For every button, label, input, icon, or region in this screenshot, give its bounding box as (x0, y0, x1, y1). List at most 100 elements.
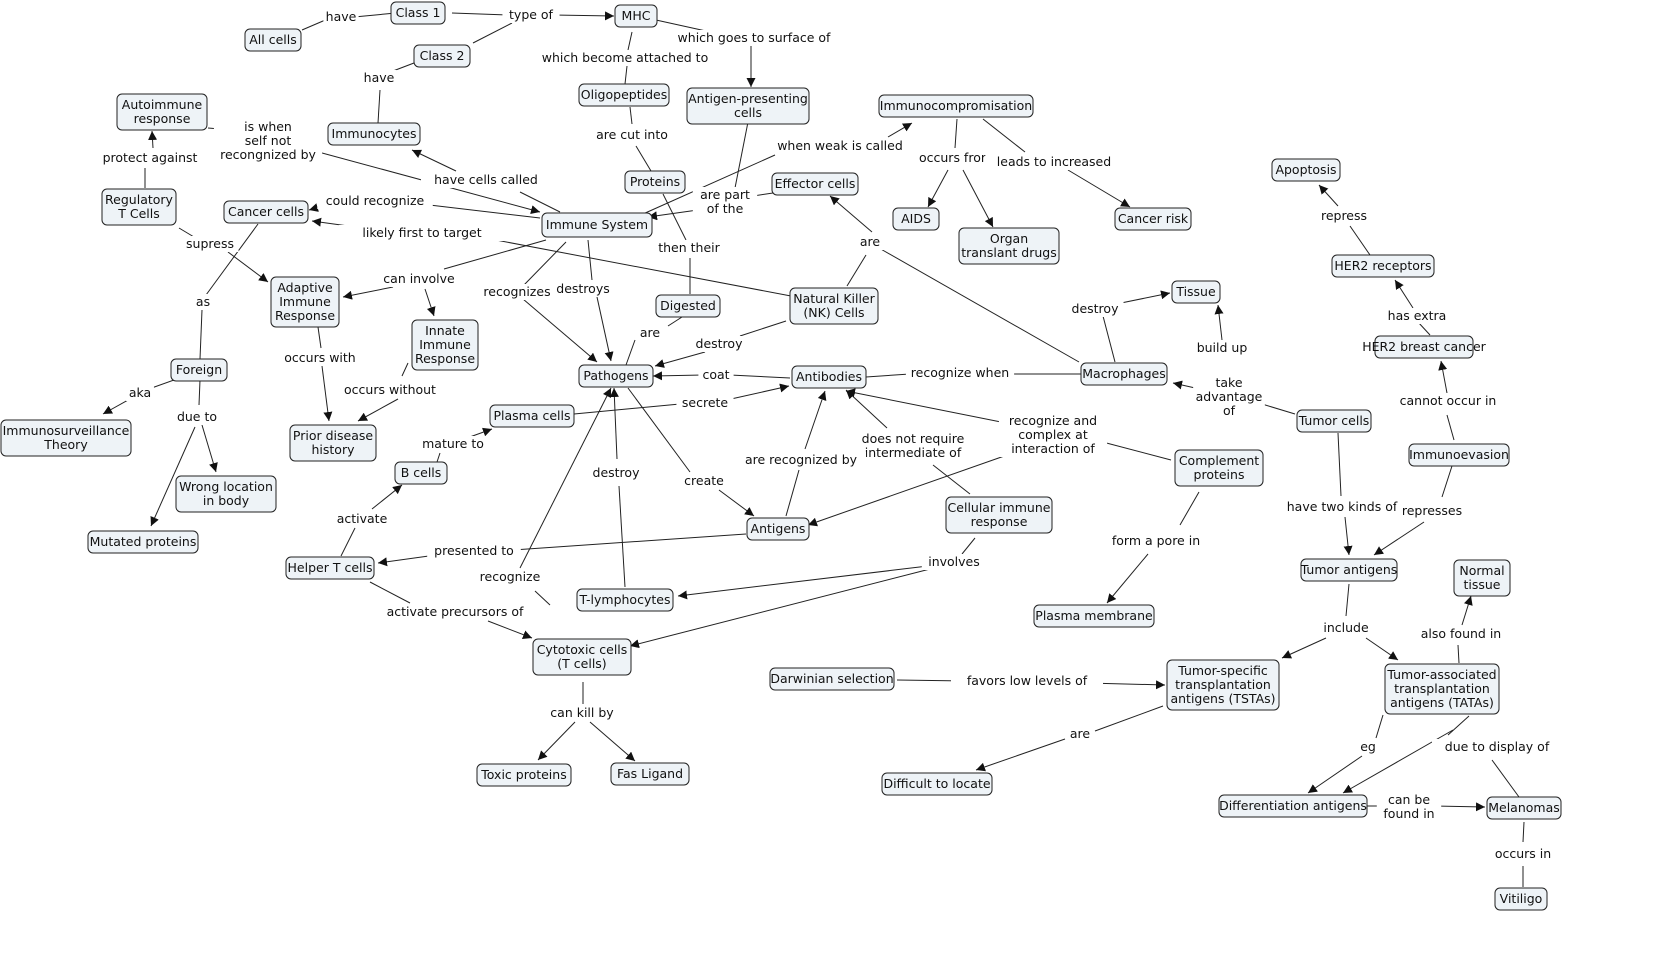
concept-immunocomp[interactable]: Immunocompromisation (878, 94, 1034, 118)
link-line (199, 309, 203, 360)
concept-box (327, 122, 421, 146)
link-label-typeof: type of (502, 7, 560, 23)
link-text: destroys (556, 281, 609, 296)
link-arrow (424, 288, 436, 317)
link-label-couldrecog: could recognize (317, 193, 433, 209)
concept-bcells[interactable]: B cells (394, 461, 448, 485)
link-text: due to (177, 409, 217, 424)
concept-aids[interactable]: AIDS (892, 207, 940, 231)
concept-apoptosis[interactable]: Apoptosis (1271, 158, 1341, 182)
link-text: aka (129, 385, 151, 400)
concept-cancer[interactable]: Cancer cells (223, 200, 309, 224)
concept-immunocytes[interactable]: Immunocytes (327, 122, 421, 146)
link-text: due to display of (1445, 739, 1550, 754)
link-label-caninvolve: can involve (375, 271, 463, 287)
concept-antigens[interactable]: Antigens (746, 517, 810, 541)
concept-her2bc[interactable]: HER2 breast cancer (1362, 335, 1487, 359)
concept-darwin[interactable]: Darwinian selection (769, 667, 895, 691)
concept-oligo[interactable]: Oligopeptides (578, 83, 670, 107)
concept-cancerrisk[interactable]: Cancer risk (1114, 207, 1192, 231)
concept-tumorag[interactable]: Tumor antigens (1300, 558, 1398, 582)
concept-box (1494, 887, 1548, 911)
link-line (624, 65, 628, 85)
concept-macro[interactable]: Macrophages (1080, 362, 1168, 386)
concept-immunoev[interactable]: Immunoevasion (1408, 443, 1510, 467)
link-label-matureto: mature to (417, 436, 489, 452)
concept-label: HER2 receptors (1334, 258, 1431, 273)
link-line (1261, 403, 1296, 415)
link-line (625, 339, 636, 366)
concept-digested[interactable]: Digested (655, 294, 721, 318)
concept-melanomas[interactable]: Melanomas (1486, 796, 1562, 820)
link-line (629, 106, 633, 125)
concept-antibodies[interactable]: Antibodies (791, 365, 867, 389)
concept-plasma[interactable]: Plasma cells (489, 404, 575, 428)
concept-plasmamem[interactable]: Plasma membrane (1033, 604, 1155, 628)
concept-immune[interactable]: Immune System (541, 212, 653, 238)
concept-allcells[interactable]: All cells (244, 28, 302, 52)
concept-mhc[interactable]: MHC (614, 4, 658, 28)
link-text: include (1323, 620, 1369, 635)
concept-helper[interactable]: Helper T cells (285, 556, 375, 580)
link-label-represses: represses (1396, 503, 1468, 519)
concept-nk[interactable]: Natural Killer(NK) Cells (789, 287, 879, 325)
link-label-arerecog: are recognized by (735, 452, 867, 468)
concept-box (223, 200, 309, 224)
concept-tlymph[interactable]: T-lymphocytes (576, 588, 674, 612)
concept-box (578, 364, 654, 388)
concept-box (1166, 659, 1280, 711)
link-label-duetodisplay: due to display of (1431, 739, 1563, 755)
concept-class1[interactable]: Class 1 (390, 1, 446, 25)
concept-mutated[interactable]: Mutated proteins (87, 530, 199, 554)
concept-pathogens[interactable]: Pathogens (578, 364, 654, 388)
concept-vitiligo[interactable]: Vitiligo (1494, 887, 1548, 911)
link-label-havetwo: have two kinds of (1276, 499, 1408, 515)
link-text: destroy (696, 336, 744, 351)
concept-difficult[interactable]: Difficult to locate (881, 772, 993, 796)
concept-cytotoxic[interactable]: Cytotoxic cells(T cells) (532, 638, 632, 676)
concept-box (958, 227, 1060, 265)
concept-class2[interactable]: Class 2 (413, 44, 471, 68)
link-arrow (887, 122, 913, 138)
concept-fas[interactable]: Fas Ligand (610, 762, 690, 786)
link-text: occurs without (344, 382, 436, 397)
link-arrow (1461, 595, 1473, 626)
concept-her2r[interactable]: HER2 receptors (1331, 254, 1435, 278)
link-arrow (150, 426, 196, 527)
link-arrow (1373, 521, 1425, 556)
concept-box (686, 87, 810, 125)
concept-tumorcells[interactable]: Tumor cells (1296, 409, 1372, 433)
concept-diffag[interactable]: Differentiation antigens (1218, 794, 1368, 818)
link-line (436, 452, 441, 463)
link-line (317, 326, 322, 349)
concept-tissue[interactable]: Tissue (1171, 280, 1221, 304)
concept-proteins[interactable]: Proteins (624, 170, 686, 194)
link-arrow (629, 568, 931, 649)
link-arrow (148, 130, 158, 149)
concept-label: AIDS (901, 211, 931, 226)
link-line (667, 316, 683, 327)
concept-toxic[interactable]: Toxic proteins (476, 763, 572, 787)
link-arrow (975, 738, 1066, 772)
link-text: are (860, 234, 881, 249)
concept-effector[interactable]: Effector cells (771, 172, 859, 196)
link-text: as (196, 294, 210, 309)
concept-foreign[interactable]: Foreign (170, 358, 228, 382)
link-label-hasextra: has extra (1381, 308, 1453, 324)
